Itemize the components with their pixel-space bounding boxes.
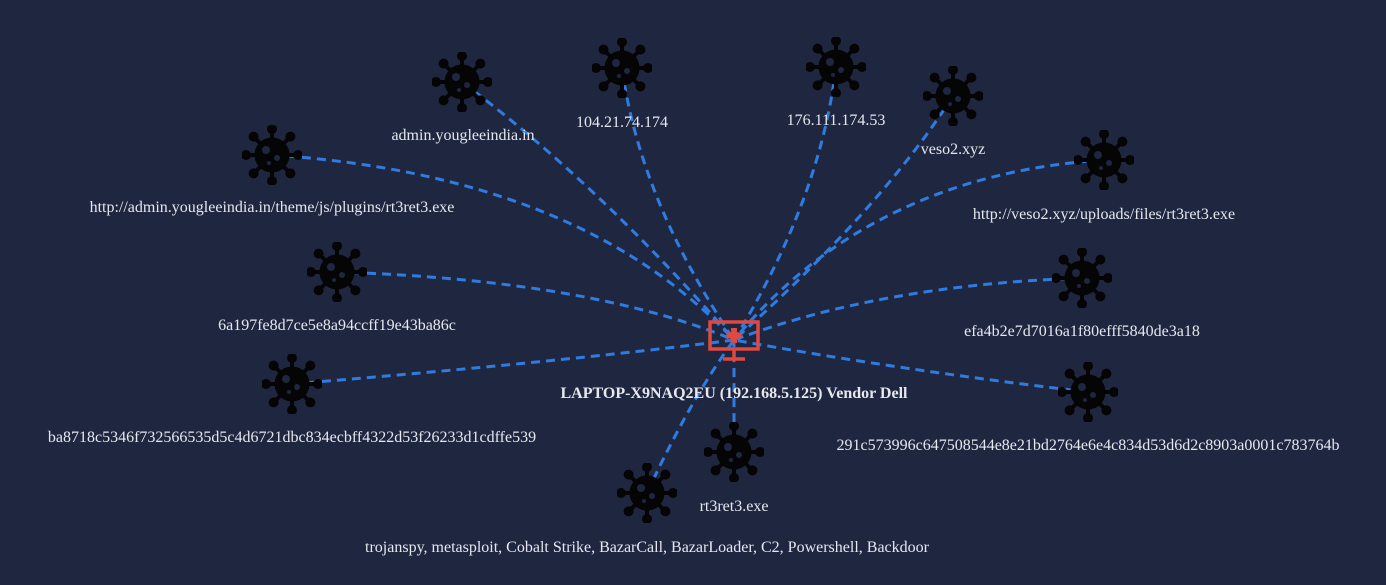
edge-n6: [732, 158, 1105, 341]
virus-icon: [806, 37, 866, 97]
virus-icon: [617, 463, 677, 523]
threat-node-label: 176.111.174.53: [787, 112, 886, 129]
virus-icon: [1074, 130, 1134, 190]
virus-icon: [704, 422, 764, 482]
threat-node-n5[interactable]: http://admin.yougleeindia.in/theme/js/pl…: [90, 125, 455, 217]
threat-node-n12[interactable]: trojanspy, metasploit, Cobalt Strike, Ba…: [365, 463, 930, 557]
edge-n12: [645, 339, 736, 494]
threat-node-n6[interactable]: http://veso2.xyz/uploads/files/rt3ret3.e…: [973, 130, 1235, 224]
threat-node-label: admin.yougleeindia.in: [391, 127, 534, 144]
node-layer: admin.yougleeindia.in 104.21.74.174 176.11…: [48, 37, 1340, 557]
threat-node-label: veso2.xyz: [921, 141, 985, 158]
threat-node-n3[interactable]: 176.111.174.53: [787, 37, 886, 130]
edge-n1: [461, 80, 736, 341]
edge-n4: [733, 95, 955, 342]
center-node-laptop[interactable]: LAPTOP-X9NAQ2EU (192.168.5.125) Vendor D…: [561, 320, 909, 402]
edge-layer: [271, 66, 1105, 494]
edge-n8: [733, 276, 1083, 342]
edge-n2: [620, 67, 736, 341]
edge-n10: [733, 338, 1089, 394]
edge-n9: [291, 338, 735, 386]
threat-node-n2[interactable]: 104.21.74.174: [576, 38, 668, 132]
threat-node-label: trojanspy, metasploit, Cobalt Strike, Ba…: [365, 539, 930, 556]
edge-n3: [732, 66, 838, 341]
virus-icon: [307, 242, 367, 302]
virus-icon: [923, 66, 983, 126]
threat-node-n11[interactable]: rt3ret3.exe: [700, 422, 769, 516]
virus-icon: [242, 125, 302, 185]
threat-node-label: 104.21.74.174: [576, 114, 668, 131]
threat-node-n1[interactable]: admin.yougleeindia.in: [391, 52, 535, 145]
virus-icon: [432, 52, 492, 112]
computer-monitor-icon: [708, 320, 760, 361]
virus-icon: [1058, 362, 1118, 422]
threat-node-label: ba8718c5346f732566535d5c4d6721dbc834ecbf…: [48, 429, 536, 446]
threat-node-label: rt3ret3.exe: [700, 498, 769, 515]
edge-n5: [271, 153, 736, 342]
center-node-label: LAPTOP-X9NAQ2EU (192.168.5.125) Vendor D…: [561, 385, 909, 402]
threat-node-n9[interactable]: ba8718c5346f732566535d5c4d6721dbc834ecbf…: [48, 354, 536, 447]
threat-node-n4[interactable]: veso2.xyz: [921, 66, 985, 159]
threat-node-label: 291c573996c647508544e8e21bd2764e6e4c834d…: [836, 437, 1339, 454]
threat-node-n10[interactable]: 291c573996c647508544e8e21bd2764e6e4c834d…: [836, 362, 1340, 455]
edge-n7: [336, 270, 735, 342]
virus-icon: [1052, 248, 1112, 308]
threat-node-label: http://veso2.xyz/uploads/files/rt3ret3.e…: [973, 206, 1235, 223]
virus-icon: [592, 38, 652, 98]
threat-node-n8[interactable]: efa4b2e7d7016a1f80efff5840de3a18: [964, 248, 1200, 341]
virus-icon: [262, 354, 322, 414]
threat-node-label: 6a197fe8d7ce5e8a94ccff19e43ba86c: [218, 317, 456, 334]
threat-node-n7[interactable]: 6a197fe8d7ce5e8a94ccff19e43ba86c: [218, 242, 456, 335]
threat-node-label: http://admin.yougleeindia.in/theme/js/pl…: [90, 199, 455, 216]
threat-node-label: efa4b2e7d7016a1f80efff5840de3a18: [964, 323, 1200, 340]
